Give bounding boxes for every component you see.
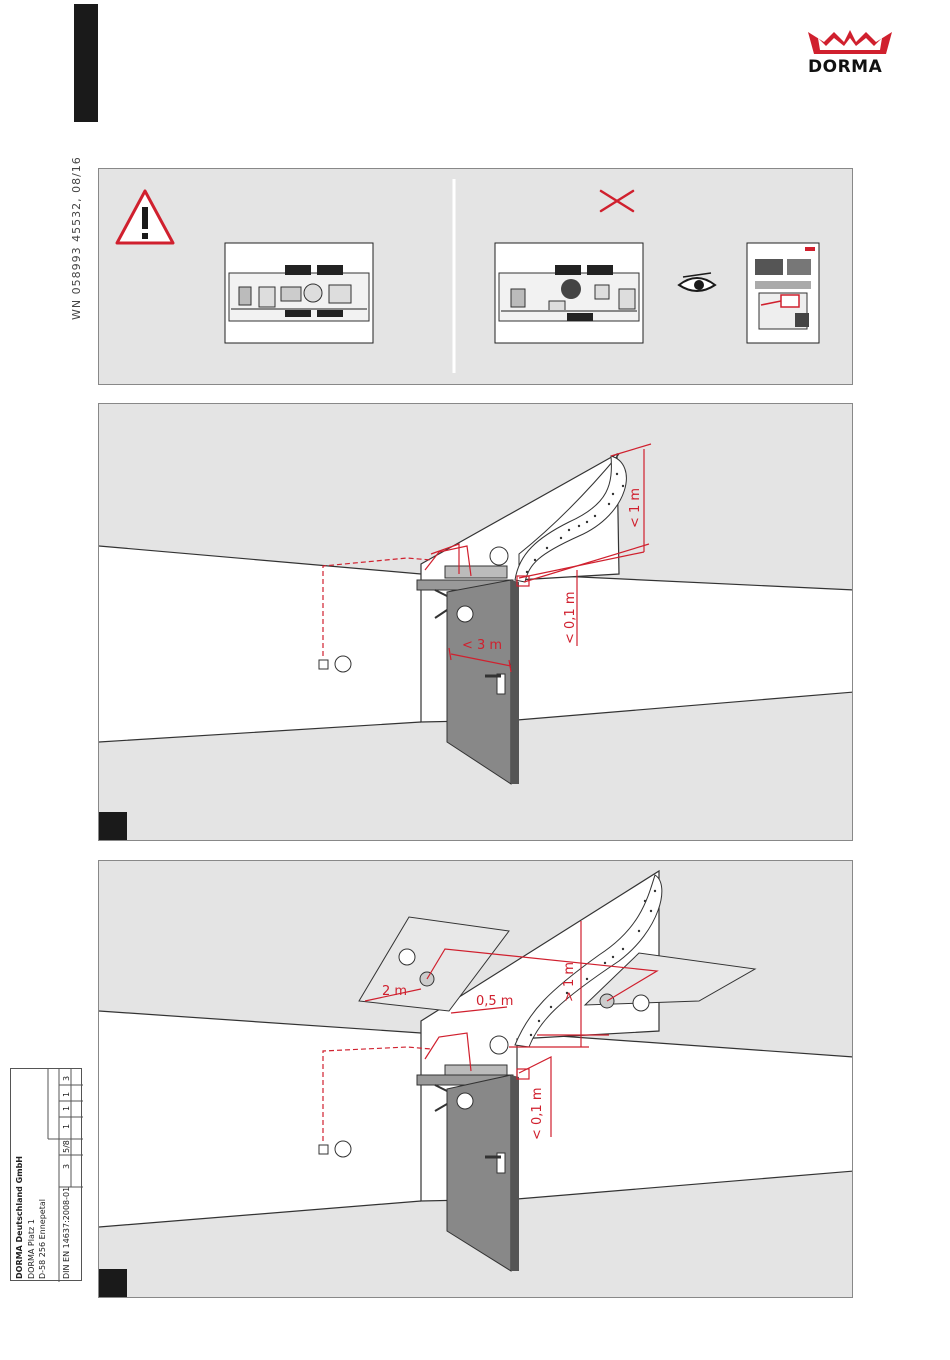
callout-detector: [490, 1036, 508, 1054]
callout-closer: [457, 1093, 473, 1109]
control-board-wrong-image: [495, 243, 643, 343]
class-value: 1: [62, 1092, 71, 1097]
callout-detector: [490, 547, 508, 565]
company-info-table: DORMA Deutschland GmbH DORMA Platz 1 D-5…: [10, 1068, 82, 1281]
panel-ceiling-detectors: [98, 860, 853, 1298]
company-address-2: D-58 256 Ennepetal: [38, 1199, 47, 1279]
company-address-1: DORMA Platz 1: [27, 1219, 36, 1279]
warning-icon: [117, 191, 173, 243]
dim-lt-1m: < 1 m: [628, 488, 643, 528]
dim-05m: 0,5 m: [476, 994, 513, 1009]
callout-switch: [335, 656, 351, 672]
wall-switch: [319, 1145, 328, 1154]
company-name: DORMA Deutschland GmbH: [15, 1156, 24, 1279]
dim-lt-01m: < 0,1 m: [563, 592, 578, 645]
eye-icon: [679, 273, 715, 291]
section-tab: [74, 4, 98, 122]
cross-icon: [601, 191, 633, 211]
class-value: 5/8: [62, 1140, 71, 1153]
control-board-ok-image: [225, 243, 373, 343]
document-code: WN 058993 45532, 08/16: [70, 156, 83, 320]
class-value: 3: [62, 1164, 71, 1169]
step-marker: [99, 1269, 127, 1297]
wall-switch: [319, 660, 328, 669]
step-marker: [99, 812, 127, 840]
dim-lt-01m: < 0,1 m: [530, 1088, 545, 1141]
dim-gt-1m: > 1 m: [562, 962, 577, 1002]
standard-reference: DIN EN 14637:2008-01: [62, 1187, 71, 1279]
brand-name: DORMA: [808, 57, 882, 77]
panel-ceiling-installation: [98, 403, 853, 841]
dim-lt-3m: < 3 m: [462, 638, 502, 653]
dim-2m: 2 m: [382, 984, 407, 999]
class-value: 1: [62, 1106, 71, 1111]
callout-ceiling-left: [399, 949, 415, 965]
callout-closer: [457, 606, 473, 622]
callout-switch: [335, 1141, 351, 1157]
class-value: 3: [62, 1076, 71, 1081]
manual-page-thumbnail: [747, 243, 819, 343]
callout-ceiling-right: [633, 995, 649, 1011]
class-value: 1: [62, 1124, 71, 1129]
panel-warning: [98, 168, 853, 385]
